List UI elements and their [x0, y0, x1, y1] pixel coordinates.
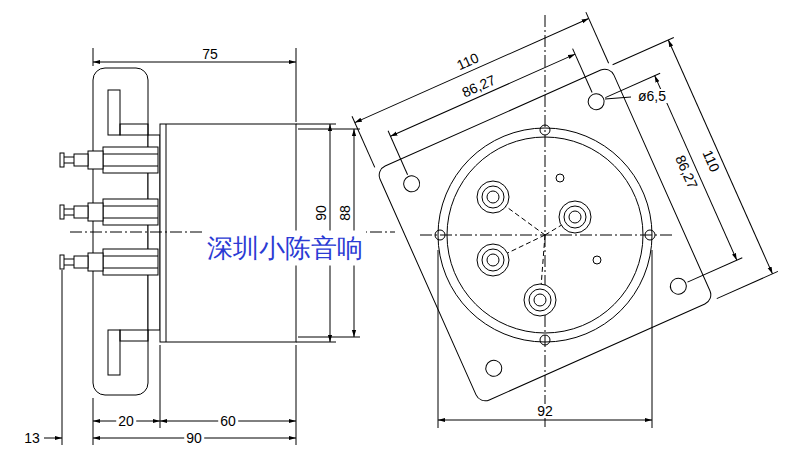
dimension-label: 88: [338, 203, 352, 223]
dimension-label: 20: [116, 414, 136, 428]
dimension-label: 86,27: [458, 72, 499, 101]
dimension-label: 90: [184, 431, 204, 445]
dimension-label: 75: [200, 47, 220, 61]
dimension-label: 110: [700, 146, 723, 176]
dimension-label: 60: [218, 414, 238, 428]
dimension-label: 86,27: [672, 151, 701, 192]
dimension-label: 110: [453, 50, 483, 73]
watermark: 深圳小陈音响: [204, 231, 366, 266]
dimension-label: ø6,5: [636, 89, 668, 103]
dimension-label: 92: [535, 404, 555, 418]
dimension-label: 13: [22, 431, 42, 445]
dimension-label: 90: [314, 203, 328, 223]
